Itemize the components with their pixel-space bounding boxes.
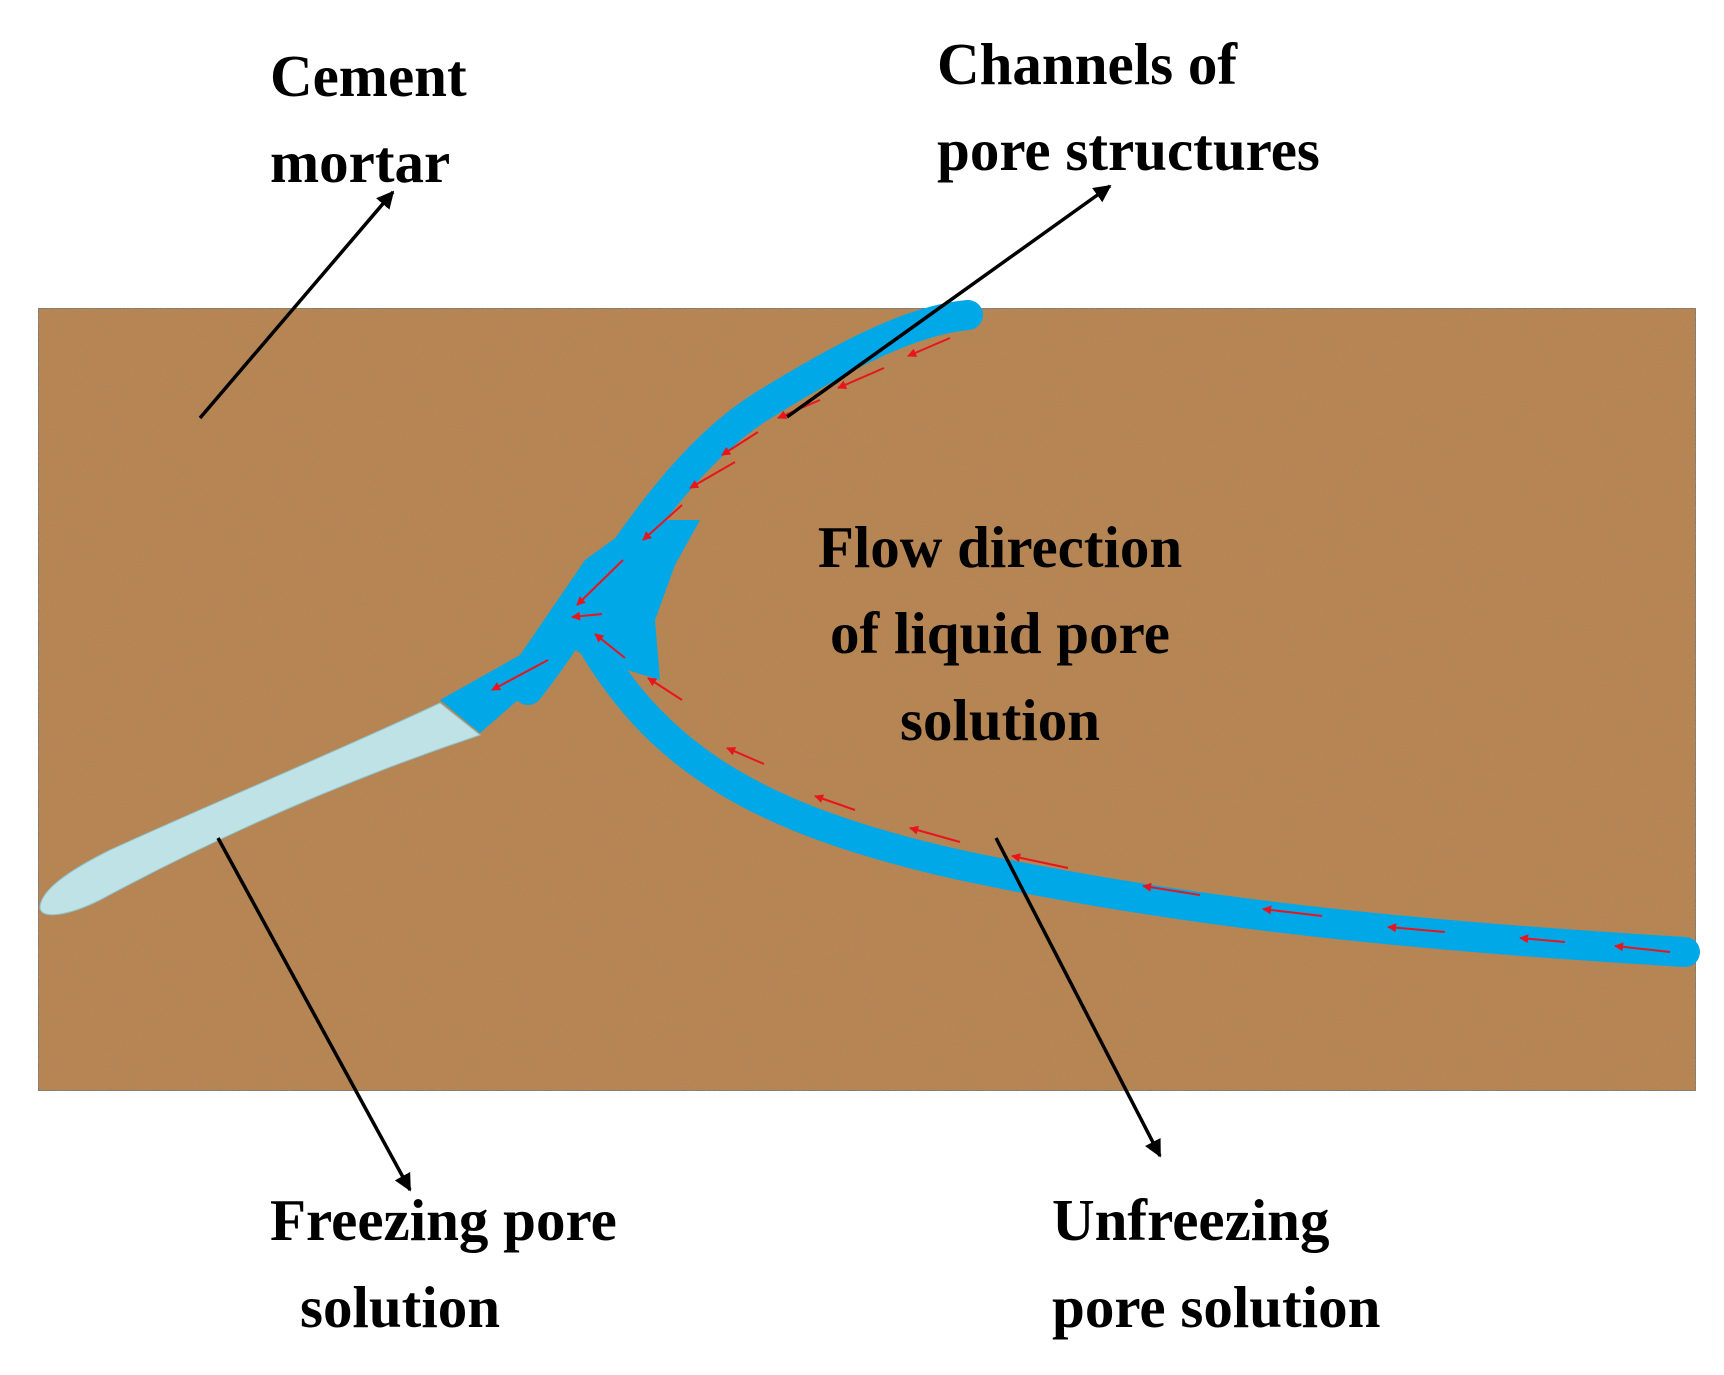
label-flow-line3: solution xyxy=(900,687,1100,753)
label-channels-line2: pore structures xyxy=(937,117,1320,183)
flow-arrow xyxy=(576,559,624,606)
flow-arrow xyxy=(909,825,961,843)
flow-arrow xyxy=(1011,853,1069,869)
flow-arrow xyxy=(721,431,759,456)
pore-channel-network xyxy=(39,300,1700,967)
labels: Cement mortar Channels of pore structure… xyxy=(270,31,1380,1340)
lower-branch-channel xyxy=(575,625,1700,967)
label-unfreezing-line1: Unfreezing xyxy=(1052,1187,1329,1253)
label-cement-mortar-line1: Cement xyxy=(270,43,467,109)
flow-arrow xyxy=(1387,923,1446,933)
flow-arrow xyxy=(594,633,626,659)
flow-arrow xyxy=(837,367,885,389)
flow-arrow xyxy=(491,659,549,691)
pointer-arrows xyxy=(198,184,1162,1192)
flow-arrow xyxy=(1519,934,1566,944)
pointer-freezing xyxy=(216,837,412,1192)
label-freezing-line2: solution xyxy=(300,1274,500,1340)
flow-arrow xyxy=(642,504,683,541)
label-flow-line2: of liquid pore xyxy=(830,600,1170,666)
label-freezing-line1: Freezing pore xyxy=(270,1187,617,1253)
flow-arrow xyxy=(647,677,683,701)
label-flow-line1: Flow direction xyxy=(818,514,1182,580)
cement-mortar-block xyxy=(37,307,1697,1092)
flow-arrow xyxy=(1262,905,1323,917)
flow-arrows xyxy=(491,337,1671,953)
flow-arrow xyxy=(726,747,765,765)
frozen-segment xyxy=(39,702,482,916)
pointer-channels xyxy=(785,184,1112,419)
label-cement-mortar-line2: mortar xyxy=(270,129,450,195)
label-unfreezing-line2: pore solution xyxy=(1052,1274,1380,1340)
flow-arrow xyxy=(814,794,856,811)
channel-junction xyxy=(440,520,700,733)
flow-arrow xyxy=(907,337,951,357)
pointer-cement-mortar xyxy=(198,190,395,420)
pointer-unfreezing xyxy=(994,837,1162,1158)
label-channels-line1: Channels of xyxy=(937,31,1238,97)
flow-arrow xyxy=(689,461,736,489)
flow-arrow xyxy=(571,611,603,621)
flow-arrow xyxy=(1614,942,1671,953)
flow-arrow xyxy=(1142,882,1201,896)
